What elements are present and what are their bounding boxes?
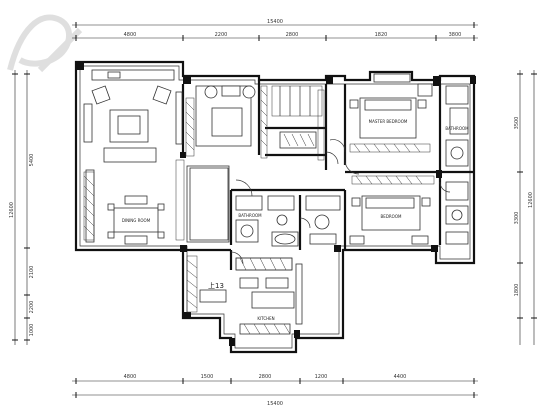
right-overall-dim: 12600 xyxy=(528,192,534,208)
corridor-wardrobe xyxy=(271,85,346,165)
left-dim-2: 2100 xyxy=(29,266,35,279)
right-dim-3: 1800 xyxy=(514,284,520,297)
left-dim-4: 1000 xyxy=(29,324,35,337)
top-dim-3: 2800 xyxy=(286,32,299,38)
bottom-dimension-chain: 4800 1500 2800 1200 4400 15400 xyxy=(72,374,478,407)
top-dimension-chain: 15400 4800 2200 2800 1820 3800 xyxy=(72,19,478,41)
left-overall-dim: 12600 xyxy=(9,202,15,218)
dining-area: DINING ROOM xyxy=(122,167,229,241)
interior-walls xyxy=(181,80,474,270)
right-dim-1: 3500 xyxy=(514,117,520,130)
watermark-logo xyxy=(7,14,83,73)
dining-label: DINING ROOM xyxy=(122,218,151,223)
right-dim-2: 3300 xyxy=(514,212,520,225)
top-dim-4: 1820 xyxy=(375,32,388,38)
second-bedroom-label: BEDROOM xyxy=(381,214,402,219)
structural-columns xyxy=(76,62,476,346)
top-dim-1: 4800 xyxy=(124,32,137,38)
stair-label: 上13 xyxy=(208,281,224,290)
left-dimension-chain: 12600 5400 2100 2200 1000 xyxy=(9,70,35,345)
kitchen-label: KITCHEN xyxy=(257,316,274,321)
right-bath xyxy=(445,181,469,245)
door-swings xyxy=(230,151,451,265)
living-room-furniture xyxy=(83,69,185,245)
study-furniture xyxy=(185,85,268,159)
top-dim-2: 2200 xyxy=(215,32,228,38)
master-bath: BATHROOM xyxy=(445,85,469,167)
bottom-dim-5: 4400 xyxy=(394,374,407,380)
bottom-dim-2: 1500 xyxy=(201,374,214,380)
left-dim-3: 2200 xyxy=(29,301,35,314)
right-dimension-chain: 3500 3300 1800 12600 xyxy=(514,70,537,345)
kitchen-wing: 上13 KITCHEN xyxy=(186,255,303,335)
second-bedroom: BEDROOM xyxy=(349,175,435,245)
bottom-overall-dim: 15400 xyxy=(267,401,283,407)
master-bedroom-label: MASTER BEDROOM xyxy=(369,119,408,124)
top-overall-dim: 15400 xyxy=(267,19,283,25)
bottom-dim-3: 2800 xyxy=(259,374,272,380)
top-dim-5: 3800 xyxy=(449,32,462,38)
left-dim-1: 5400 xyxy=(29,154,35,167)
master-bath-label: BATHROOM xyxy=(445,126,469,131)
master-bedroom: MASTER BEDROOM xyxy=(349,73,433,153)
central-bath-label: BATHROOM xyxy=(238,213,262,218)
bottom-dim-1: 4800 xyxy=(124,374,137,380)
bottom-dim-4: 1200 xyxy=(315,374,328,380)
